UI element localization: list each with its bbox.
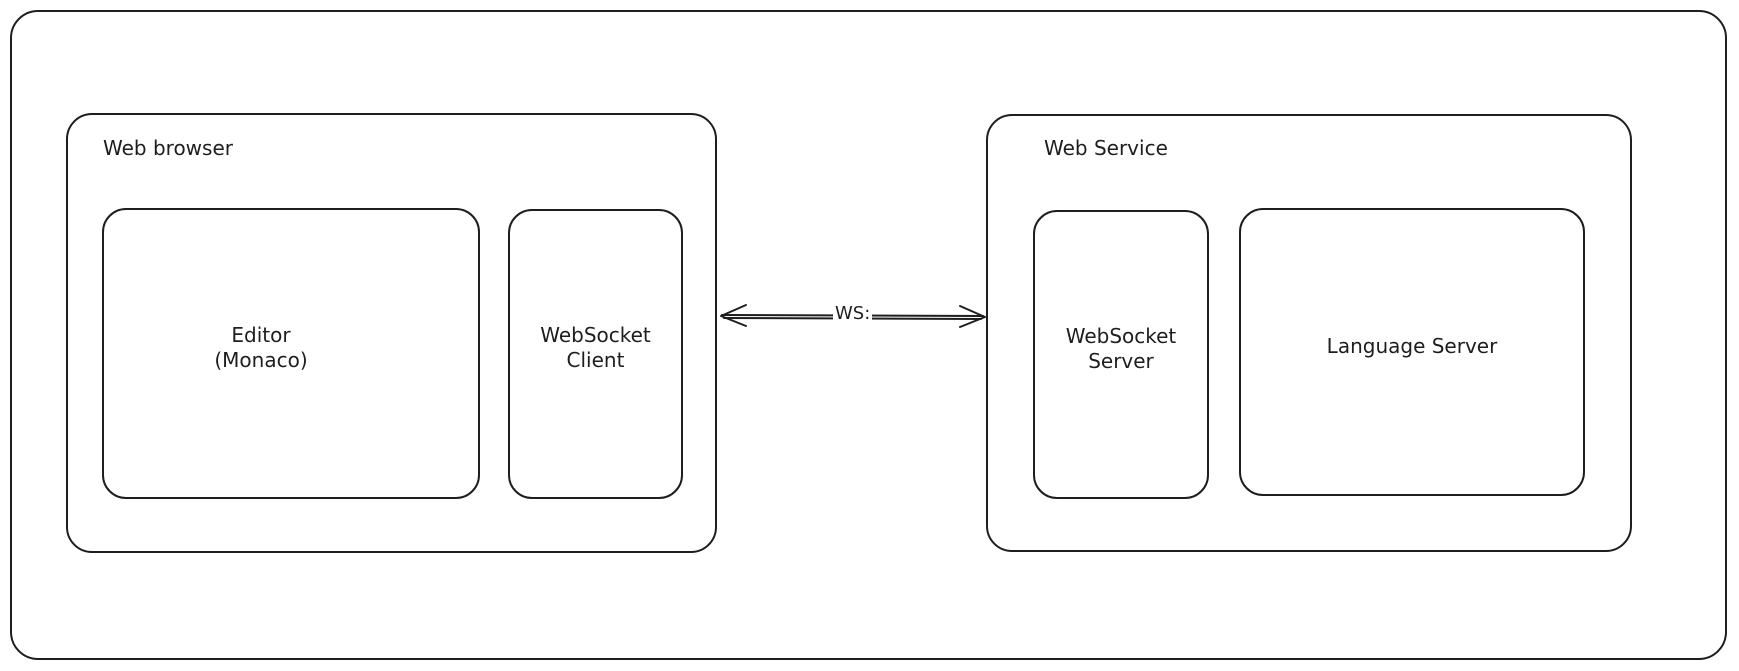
editor-box: Editor (Monaco) [102,208,480,499]
web-browser-group [66,113,717,553]
web-browser-title: Web browser [103,136,233,160]
language-server-box: Language Server [1239,208,1585,496]
language-server-label: Language Server [1326,333,1498,358]
connection-label: WS: [833,303,873,324]
websocket-server-label: WebSocket Server [1065,323,1177,373]
editor-label: Editor (Monaco) [214,322,308,372]
web-service-group [986,114,1632,552]
websocket-server-box: WebSocket Server [1033,210,1209,499]
web-service-title: Web Service [1044,136,1168,160]
websocket-client-box: WebSocket Client [508,209,683,499]
diagram-canvas-frame [10,10,1727,660]
websocket-client-label: WebSocket Client [540,323,651,372]
